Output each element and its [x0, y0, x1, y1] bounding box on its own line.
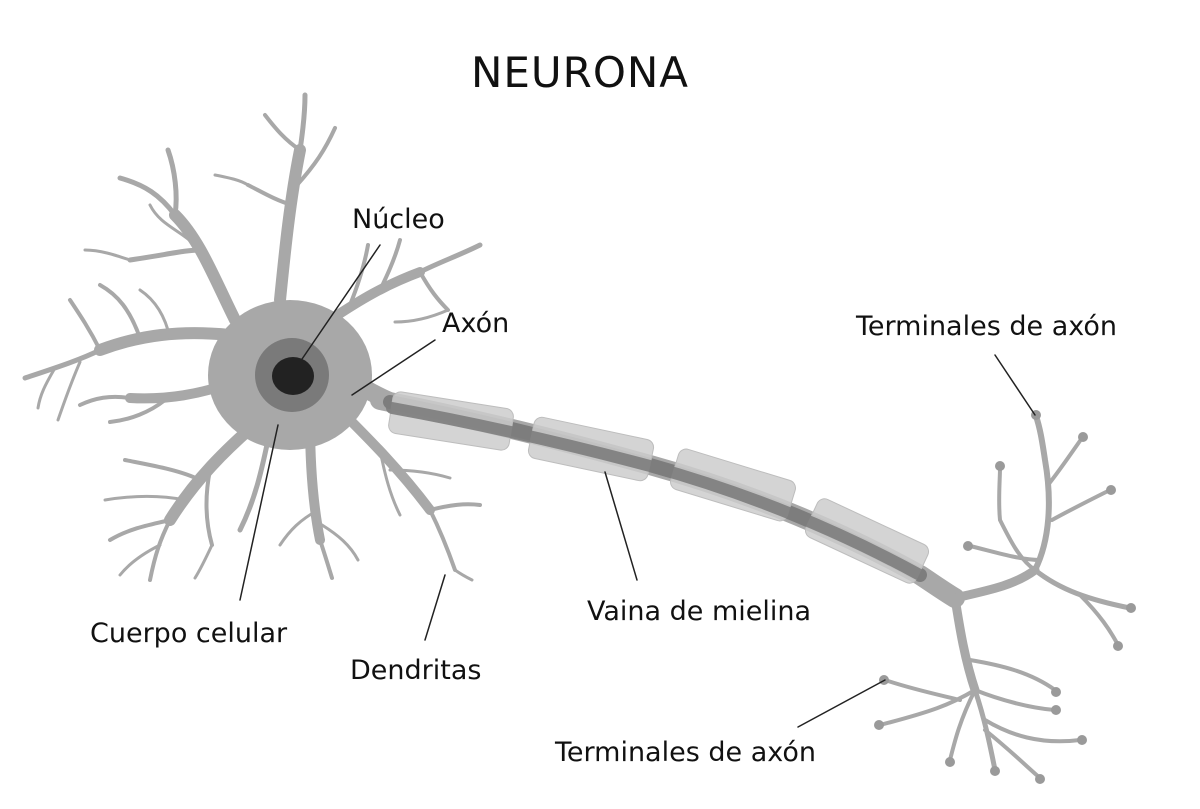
- leader-lines: [239, 244, 1036, 728]
- nucleus: [255, 338, 329, 412]
- dendrites-label: Dendritas: [350, 655, 482, 686]
- terminals-top-leader-line: [994, 354, 1036, 416]
- myelin-leader-line: [604, 471, 638, 581]
- axon-terminals: [878, 413, 1133, 780]
- terminal-buttons: [874, 410, 1136, 784]
- axon-leader-line: [351, 339, 436, 396]
- dendrites: [22, 92, 337, 424]
- terminals-bottom-leader-line: [797, 679, 886, 728]
- cell-body-leader-line: [239, 424, 279, 601]
- axon-label: Axón: [442, 308, 510, 339]
- cell-body-label: Cuerpo celular: [90, 618, 288, 649]
- axon-terminals-bottom-label: Terminales de axón: [555, 737, 817, 768]
- axon-terminals-top-label: Terminales de axón: [856, 311, 1118, 342]
- diagram-title: NEURONA: [470, 48, 690, 97]
- myelin-sheath-label: Vaina de mielina: [587, 596, 812, 627]
- nucleus-label: Núcleo: [352, 204, 445, 235]
- dendrites-leader-line: [424, 574, 446, 641]
- nucleus-leader-line: [299, 244, 381, 363]
